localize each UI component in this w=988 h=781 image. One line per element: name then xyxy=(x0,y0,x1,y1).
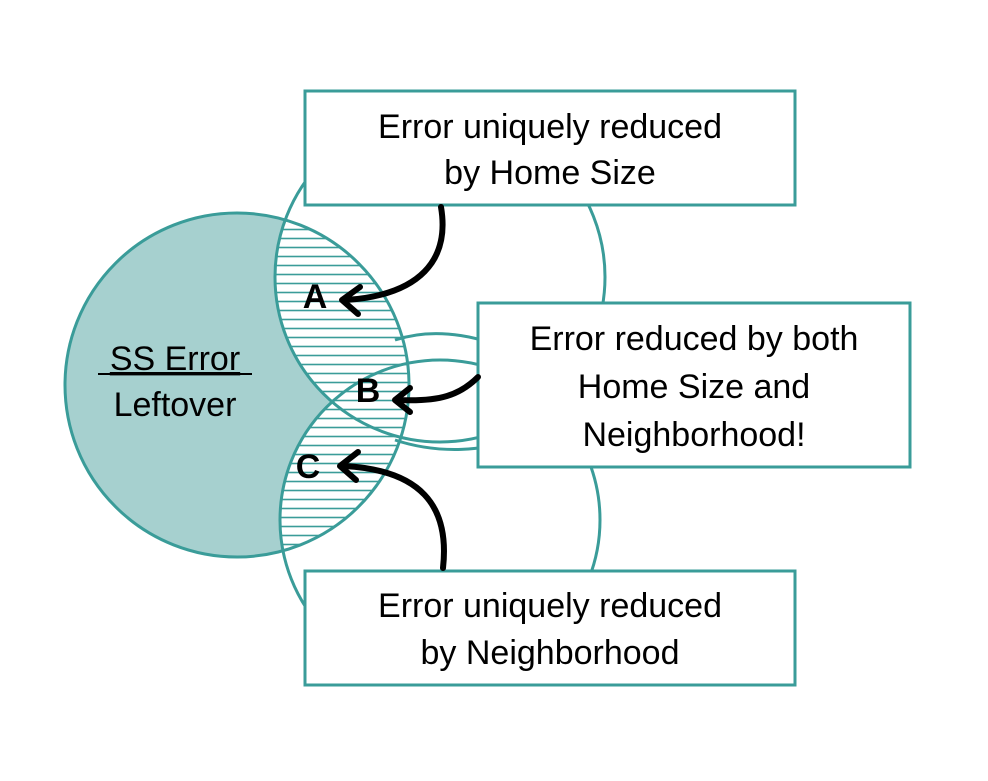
overlap-home-size-region xyxy=(275,213,409,442)
section-a-label: A xyxy=(303,278,328,316)
section-c-label: C xyxy=(296,448,321,486)
section-b-label: B xyxy=(356,372,381,410)
arrow-to-b xyxy=(392,374,481,415)
neighborhood-box-line1: Error uniquely reduced xyxy=(378,587,722,625)
arrow-to-a xyxy=(339,204,446,317)
both-box xyxy=(476,301,912,469)
ss-error-label: SS Error xyxy=(110,340,240,378)
home-size-box-line2: by Home Size xyxy=(444,154,656,192)
both-box-line3: Neighborhood! xyxy=(582,416,805,454)
arrow-to-c xyxy=(337,449,447,571)
neighborhood-box xyxy=(303,569,797,687)
overlap-neighborhood-region xyxy=(280,360,409,557)
ss-error-circle-outline xyxy=(63,211,411,559)
home-size-box-line1: Error uniquely reduced xyxy=(378,108,722,146)
both-box-line2: Home Size and xyxy=(578,368,810,406)
neighborhood-box-line2: by Neighborhood xyxy=(421,634,680,672)
both-box-line1: Error reduced by both xyxy=(530,320,859,358)
leftover-label: Leftover xyxy=(114,386,237,424)
home-size-box xyxy=(303,89,797,207)
